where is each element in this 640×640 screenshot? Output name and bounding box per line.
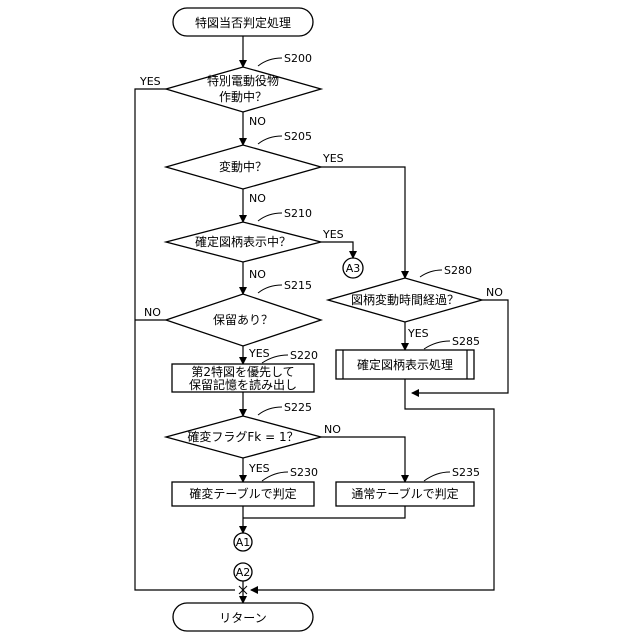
connector-a3-label: A3: [346, 262, 361, 275]
s280-no-label: NO: [486, 286, 503, 299]
edge-s210-yes: [321, 242, 353, 258]
decision-s280-step: S280: [444, 264, 472, 277]
edge-s205-yes: [321, 167, 405, 278]
end-terminal-label: リターン: [219, 611, 266, 625]
connector-a2: A2: [234, 563, 252, 581]
decision-s210-label: 確定図柄表示中？: [195, 234, 291, 249]
decision-s200-step: S200: [284, 52, 312, 65]
decision-s210-leader: [258, 213, 282, 221]
decision-s225-step: S225: [284, 401, 312, 414]
start-terminal: 特図当否判定処理: [173, 8, 313, 36]
s215-yes-label: YES: [248, 347, 270, 360]
decision-s215-label: 保留あり？: [213, 313, 273, 327]
process-s235-step: S235: [452, 466, 480, 479]
s205-yes-label: YES: [322, 152, 344, 165]
decision-s200-leader: [258, 58, 282, 66]
s225-yes-label: YES: [248, 462, 270, 475]
connector-a1: A1: [234, 533, 252, 551]
process-s220: 第2特図を優先して 保留記憶を読み出し S220: [172, 349, 318, 392]
decision-s225-leader: [258, 407, 282, 415]
decision-s200-line1: 特別電動役物: [207, 73, 279, 88]
decision-s205-step: S205: [284, 130, 312, 143]
end-terminal: リターン: [173, 603, 313, 631]
decision-s280-label: 図柄変動時間経過？: [351, 292, 459, 307]
process-s285-label: 確定図柄表示処理: [357, 357, 453, 372]
decision-s225-label: 確変フラグFk = 1？: [187, 429, 298, 444]
process-s235-leader: [424, 472, 450, 481]
connector-a1-label: A1: [236, 536, 251, 549]
decision-s215-leader: [258, 285, 282, 293]
s200-yes-label: YES: [139, 75, 161, 88]
s280-yes-label: YES: [407, 327, 429, 340]
start-terminal-label: 特図当否判定処理: [195, 15, 291, 30]
process-s235: 通常テーブルで判定 S235: [336, 466, 480, 506]
process-s220-line2: 保留記憶を読み出し: [189, 377, 297, 392]
edge-s225-no: [321, 437, 405, 482]
process-s285: 確定図柄表示処理 S285: [336, 335, 480, 379]
decision-s210-step: S210: [284, 207, 312, 220]
process-s220-line1: 第2特図を優先して: [191, 364, 294, 379]
s210-yes-label: YES: [322, 228, 344, 241]
process-s230: 確変テーブルで判定 S230: [172, 466, 318, 506]
decision-s205-leader: [258, 136, 282, 144]
connector-a2-label: A2: [236, 566, 251, 579]
process-s230-label: 確変テーブルで判定: [189, 486, 296, 501]
decision-s200-line2: 作動中？: [219, 89, 267, 104]
decision-s280-leader: [420, 270, 442, 277]
edge-s235-merge: [243, 506, 405, 518]
process-s285-step: S285: [452, 335, 480, 348]
s205-no-label: NO: [249, 192, 266, 205]
s215-no-label: NO: [144, 306, 161, 319]
connector-a3: A3: [343, 258, 363, 278]
decision-s215-step: S215: [284, 279, 312, 292]
s225-no-label: NO: [324, 423, 341, 436]
decision-s205-label: 変動中？: [219, 159, 267, 174]
process-s285-leader: [424, 341, 450, 349]
s210-no-label: NO: [249, 268, 266, 281]
process-s230-step: S230: [290, 466, 318, 479]
process-s220-step: S220: [290, 349, 318, 362]
process-s235-label: 通常テーブルで判定: [351, 486, 458, 501]
s200-no-label: NO: [249, 115, 266, 128]
